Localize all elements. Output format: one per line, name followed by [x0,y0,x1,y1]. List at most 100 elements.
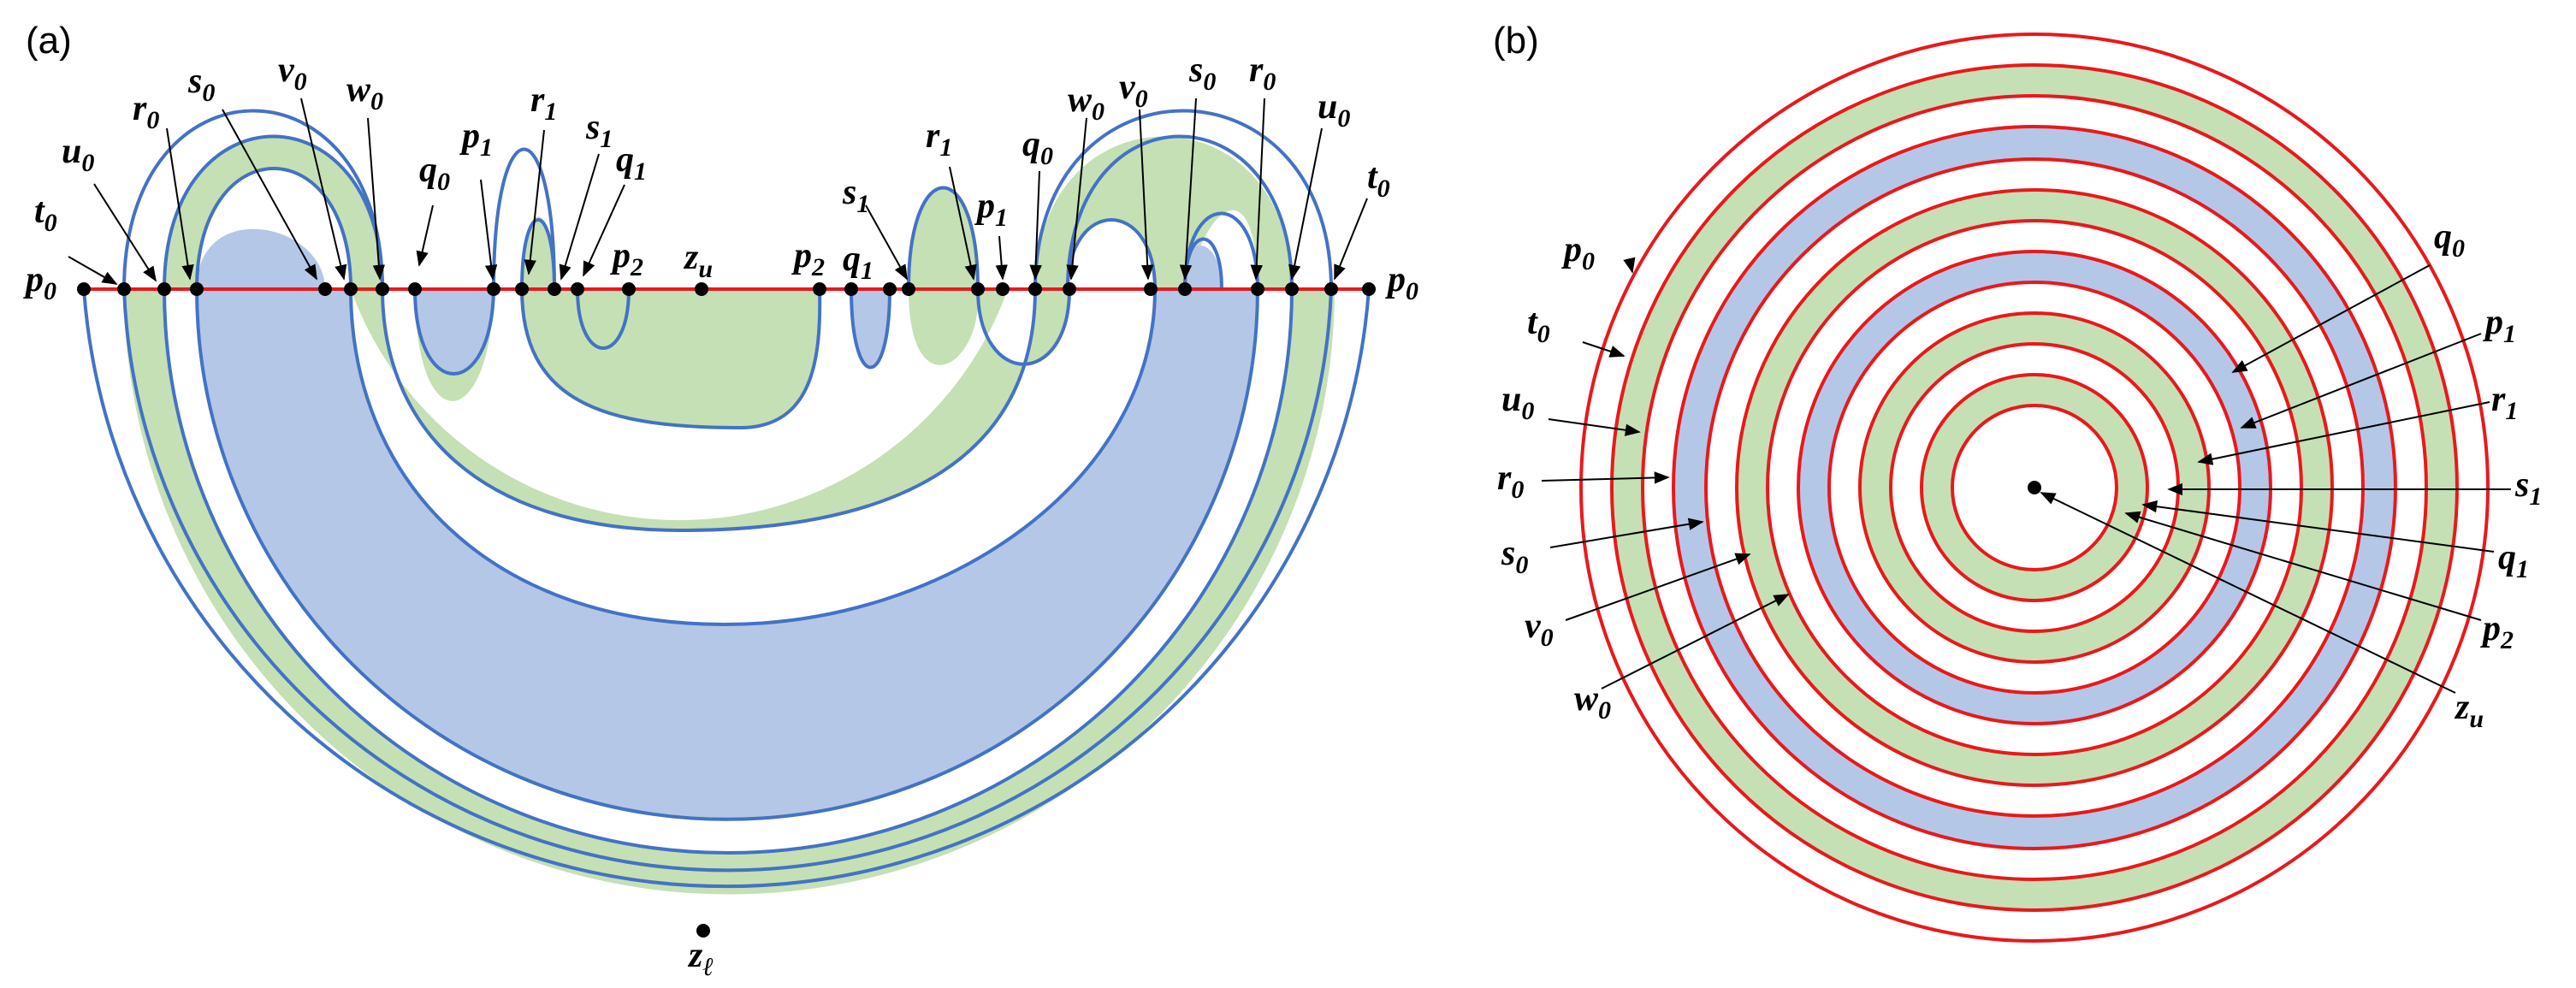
point [1063,282,1076,296]
lobe-p1-r1 [492,147,556,290]
lobe-p1-right [976,288,1071,366]
ring [1827,281,2241,695]
arrow [995,235,1008,281]
arrow [865,204,908,281]
point [813,282,826,296]
point [1178,282,1192,296]
label-r0: r0 [1497,459,1524,504]
label-v0-right: v0 [1119,68,1148,113]
ring [1797,250,2272,725]
label-u0: u0 [1501,380,1534,425]
point [971,282,985,296]
label-r1-left: r1 [530,80,557,126]
arrow [222,109,317,281]
panel-b-tag: (b) [1493,20,1539,62]
point [996,282,1010,296]
point [548,282,561,296]
green-middle [351,289,1069,530]
arrow [2231,264,2431,373]
arc-u0-lower [163,288,1294,855]
label-zl: zℓ [687,936,714,981]
arrow [2240,333,2482,429]
point [408,282,422,296]
label-r0-right: r0 [1249,50,1276,96]
panel-b-arrows [1541,257,2511,694]
point [1028,282,1042,296]
point [1324,282,1338,296]
arc-outer-lower [82,288,1371,889]
label-q1: q1 [2498,538,2529,583]
green-lobe-q1 [577,289,629,348]
arrow [1029,170,1042,281]
arrow [416,204,434,267]
ring [1766,219,2303,756]
point [622,282,636,296]
arc-v0-lower [381,288,1037,533]
label-r1-right: r1 [926,116,952,162]
point [344,282,358,296]
green-cap-right [1035,136,1292,289]
arc-s0-lower [349,288,1157,627]
label-w0-right: w0 [1068,80,1104,126]
label-r0-left: r0 [133,89,159,134]
ring [1579,33,2490,943]
label-zu: zu [2454,688,2484,733]
label-t0-right: t0 [1367,157,1390,203]
arrow [2141,500,2495,553]
arrow [1179,98,1197,281]
label-p0-right: p0 [1385,260,1418,305]
cap-mid-right [1066,134,1294,290]
lobe-w0-right [1066,218,1157,290]
arrow [2197,401,2490,465]
arrow [1250,98,1265,281]
label-t0: t0 [1527,303,1550,348]
label-zu: zu [683,238,713,283]
arrow [1565,553,1751,621]
label-t0-left: t0 [34,192,57,237]
blue-lobe-p2q1 [851,289,890,368]
dish-p2 [520,288,822,430]
label-q0: q0 [2434,217,2465,263]
label-s0: s0 [1501,534,1528,579]
point [695,282,708,296]
ring [1672,125,2397,850]
label-s0-left: s0 [187,62,215,107]
label-p1: p1 [2483,303,2516,348]
label-w0: w0 [1574,679,1611,725]
point [376,282,389,296]
ring [1735,188,2334,787]
panel-a-points [77,282,1376,938]
arc-r0-lower [195,288,1259,821]
point [318,282,332,296]
lobe-q1-right [850,288,891,370]
label-s1-left: s1 [585,108,613,153]
point-zl [696,924,710,938]
lobe-q1p2 [576,288,631,350]
point [883,282,897,296]
lobe-r1-right [907,186,980,290]
ring [1641,94,2428,881]
arrow [480,179,498,281]
label-q0-right: q0 [1022,125,1053,170]
point [515,282,529,296]
green-lobe-r1 [909,187,978,289]
arrow [1139,109,1154,281]
label-p2-right: p2 [791,236,825,281]
ring [1858,311,2211,664]
label-s1: s1 [2514,465,2542,511]
lobe-s1 [520,218,556,290]
arrow [93,183,157,282]
blue-lobe-q0 [415,289,494,374]
panel-a-curves [82,109,1371,889]
point [844,282,858,296]
panel-a-tag: (a) [26,20,72,62]
ring [1920,373,2149,602]
label-u0-left: u0 [62,132,94,177]
label-s0-right: s0 [1188,50,1216,96]
point [1285,282,1299,296]
arrow [1288,127,1323,281]
label-u0-right: u0 [1318,87,1350,133]
point [1144,282,1158,296]
arrow [166,127,194,281]
label-v0-left: v0 [278,50,307,96]
